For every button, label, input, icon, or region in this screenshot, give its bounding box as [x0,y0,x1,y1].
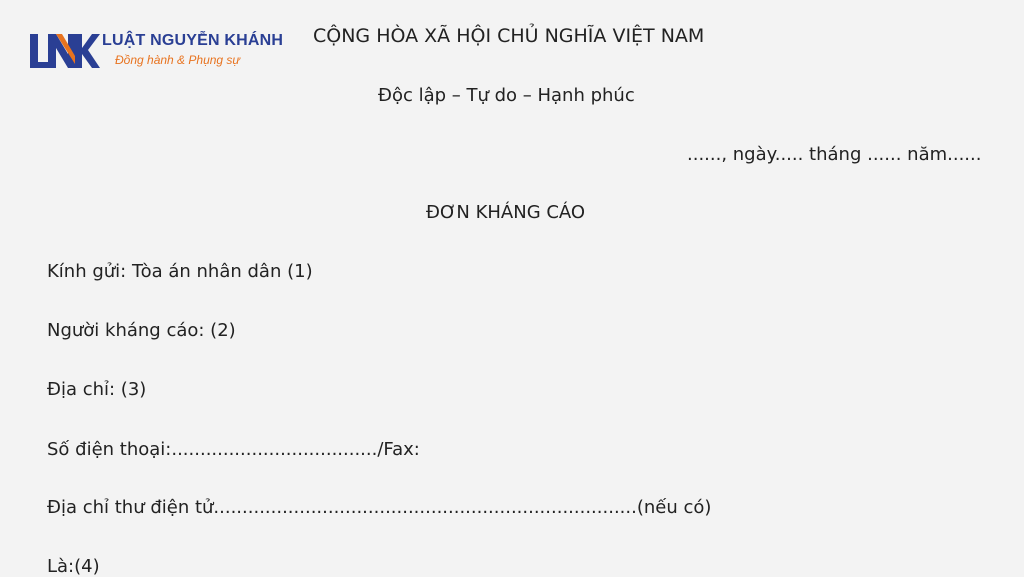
logo-slogan: Đồng hành & Phụng sự [115,53,241,67]
field-phone-fax: Số điện thoại:..........................… [47,439,420,460]
field-email: Địa chỉ thư điện tử.....................… [47,497,712,518]
document-title: ĐƠN KHÁNG CÁO [426,202,586,223]
national-title: CỘNG HÒA XÃ HỘI CHỦ NGHĨA VIỆT NAM [313,25,705,47]
logo-name: LUẬT NGUYỄN KHÁNH [102,32,284,49]
company-logo: LUẬT NGUYỄN KHÁNH Đồng hành & Phụng sự [28,30,298,72]
field-appellant: Người kháng cáo: (2) [47,320,236,341]
national-motto: Độc lập – Tự do – Hạnh phúc [378,85,635,106]
field-address: Địa chỉ: (3) [47,379,147,400]
lnk-logo-icon [30,34,100,68]
field-role: Là:(4) [47,556,100,577]
field-recipient: Kính gửi: Tòa án nhân dân (1) [47,261,313,282]
date-line: ......, ngày..... tháng ...... năm...... [687,144,982,165]
